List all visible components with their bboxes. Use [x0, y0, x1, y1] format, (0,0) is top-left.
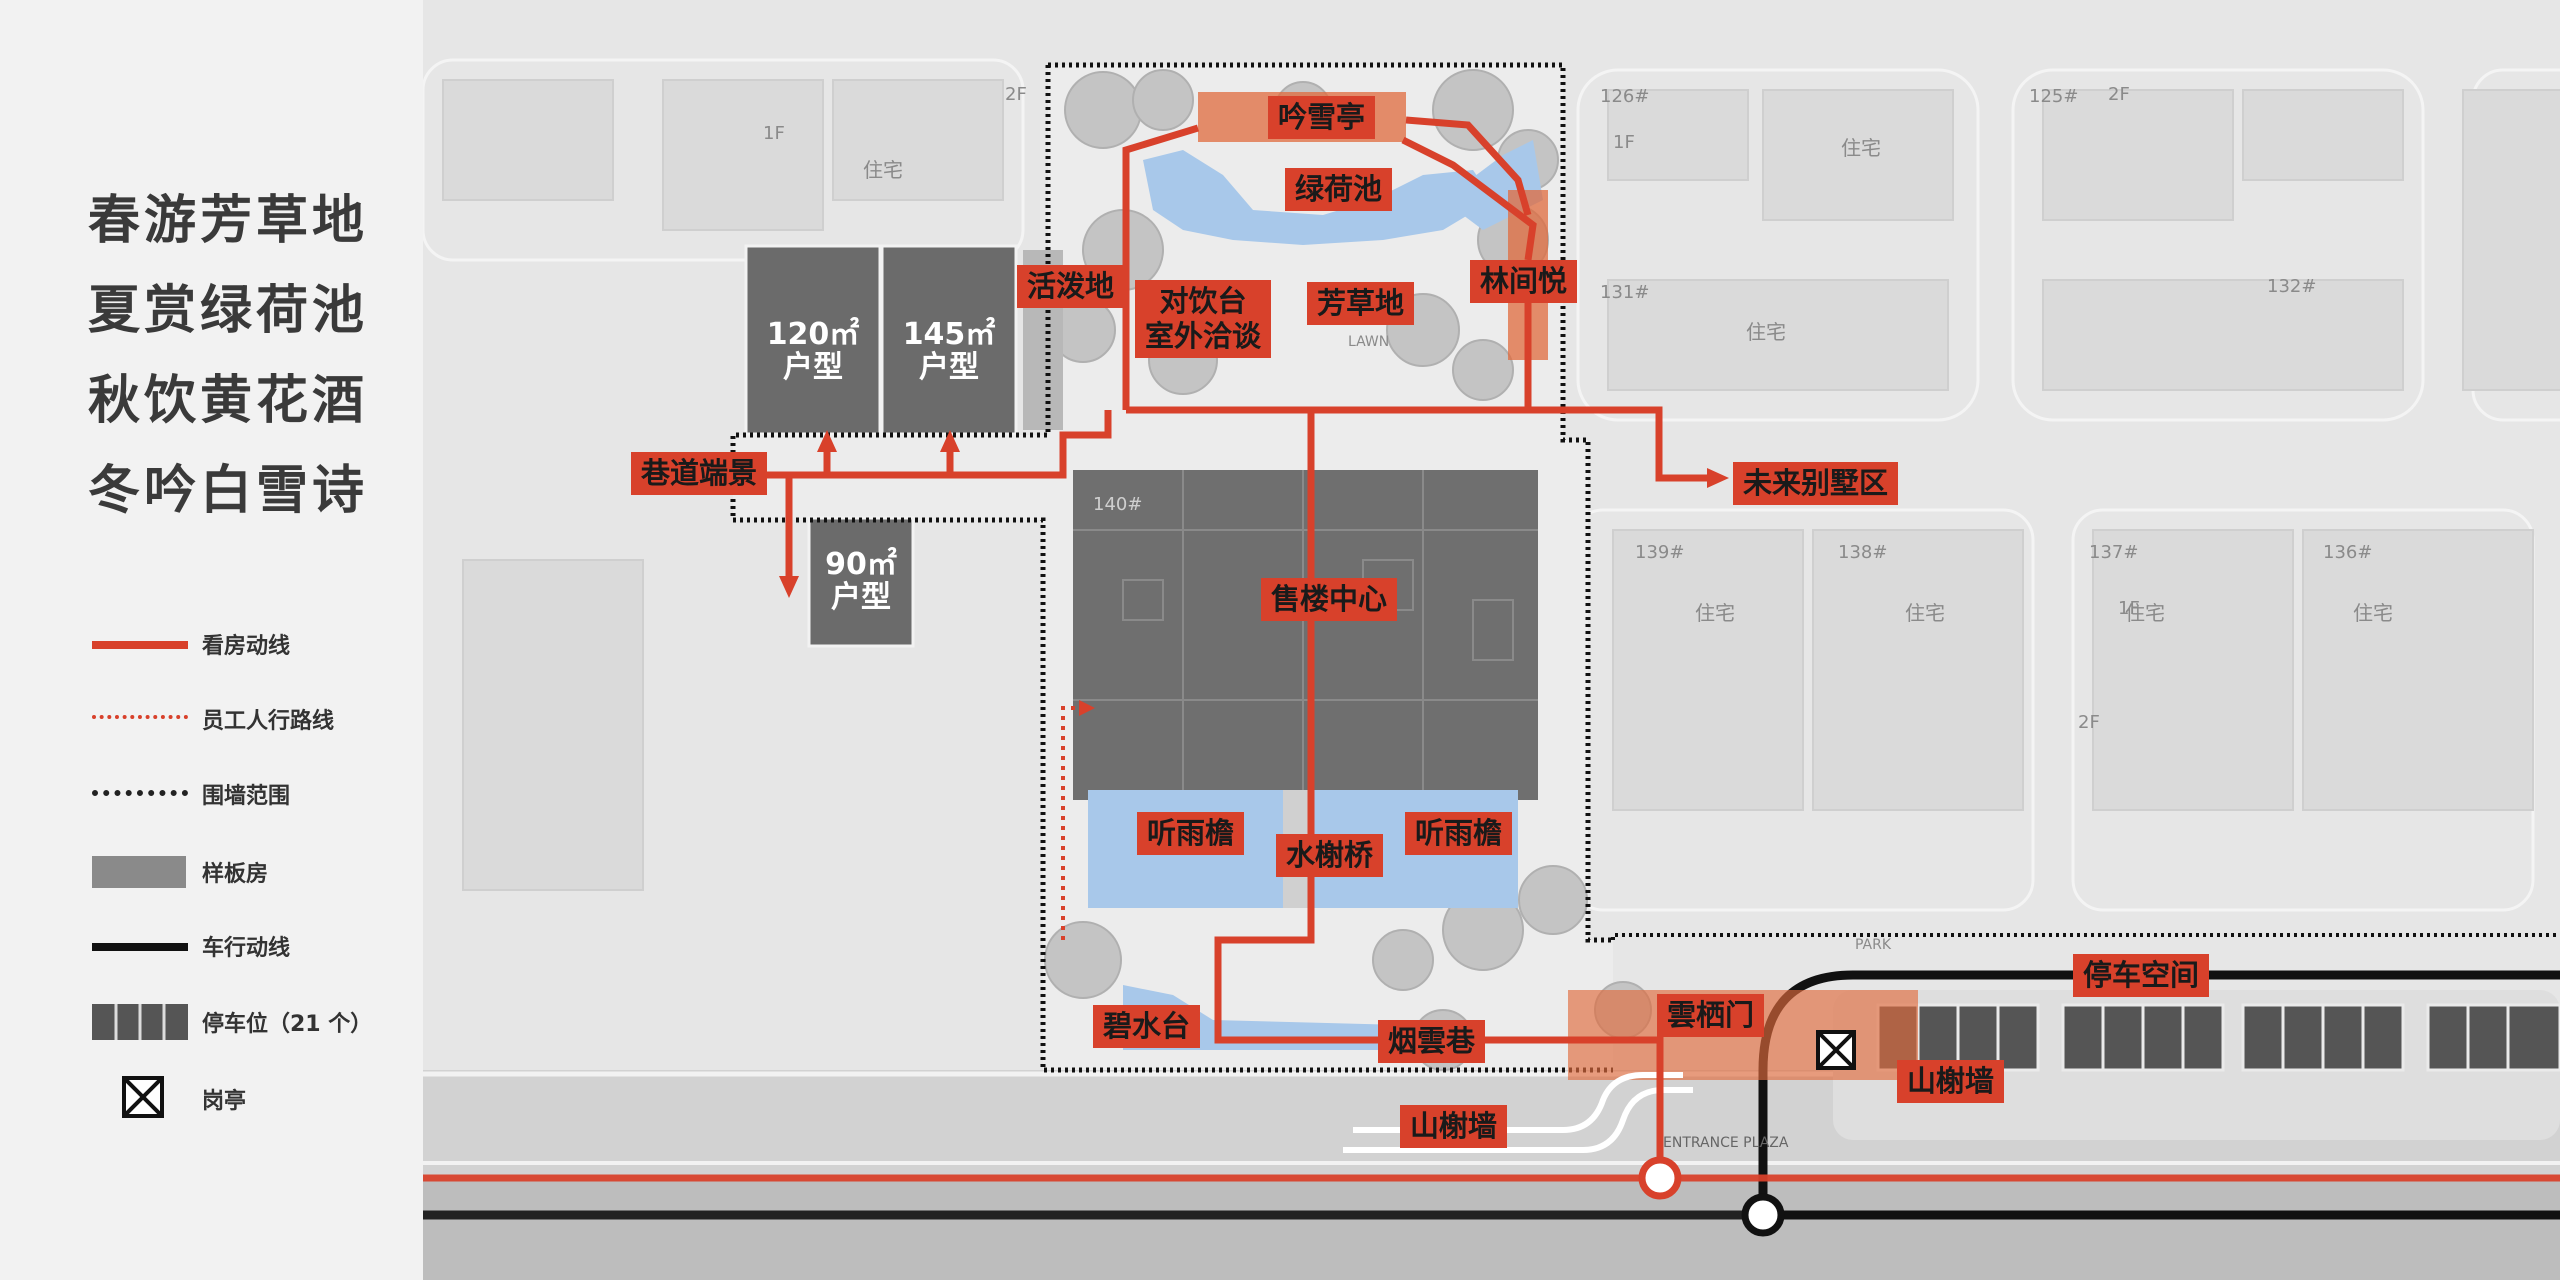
residence-label: 住宅 [1905, 601, 1945, 625]
tag-bishuitai: 碧水台 [1093, 1005, 1201, 1048]
floor-label: 1F [763, 123, 785, 144]
tag-yunqimen: 雲栖门 [1657, 994, 1765, 1037]
floor-label: 2F [1005, 84, 1027, 105]
tag-shanxieqiang-right: 山榭墙 [1897, 1060, 2005, 1103]
site-plan-drawing [423, 58, 2560, 1280]
unit-145-label: 145㎡ 户型 [902, 317, 996, 385]
building-number: 125# [2029, 86, 2079, 107]
floor-label: 1F [1613, 132, 1635, 153]
entrance-plaza-label: ENTRANCE PLAZA [1663, 1135, 1789, 1151]
building-number: 136# [2323, 542, 2373, 563]
floor-label: 2F [2078, 712, 2100, 733]
tag-lvhechi: 绿荷池 [1285, 168, 1393, 211]
gray-block-icon [92, 856, 186, 888]
tag-fangcaodi: 芳草地 [1307, 282, 1415, 325]
tag-xiangdao: 巷道端景 [631, 452, 768, 495]
tag-huopodi: 活泼地 [1017, 265, 1125, 308]
legend-label: 看房动线 [202, 634, 291, 659]
residence-label: 住宅 [863, 158, 903, 182]
building-number: 131# [1600, 282, 1650, 303]
tag-tingyu-right: 听雨檐 [1405, 812, 1513, 855]
legend-label: 岗亭 [202, 1089, 247, 1114]
red-dotted-line-icon [92, 715, 188, 719]
tag-yinxueting: 吟雪亭 [1268, 96, 1376, 139]
floor-label: 2F [2108, 84, 2130, 105]
parking-stalls-icon [92, 1004, 188, 1040]
residence-label: 住宅 [1841, 136, 1881, 160]
red-solid-line-icon [92, 641, 188, 649]
residence-label: 住宅 [1695, 601, 1735, 625]
black-dotted-line-icon [92, 790, 188, 796]
floor-label: 1F [2118, 598, 2140, 619]
guard-booth-icon [122, 1076, 164, 1118]
tag-linjianyue: 林间悦 [1470, 260, 1578, 303]
building-number: 139# [1635, 542, 1685, 563]
residence-label: 住宅 [1746, 320, 1786, 344]
park-label: PARK [1855, 937, 1892, 953]
building-number: 138# [1838, 542, 1888, 563]
residence-label: 住宅 [2125, 601, 2165, 625]
building-number: 140# [1093, 494, 1143, 515]
guard-booth-icon [1816, 1030, 1856, 1070]
site-plan-map: 126# 125# 131# 132# 139# 138# 137# 136# … [423, 0, 2560, 1280]
building-number: 126# [1600, 86, 1650, 107]
unit-120-label: 120㎡ 户型 [766, 317, 860, 385]
legend-sidebar: 春游芳草地 夏赏绿荷池 秋饮黄花酒 冬吟白雪诗 看房动线 员工人行路线 围墙范围… [0, 0, 423, 1280]
poem-line-3: 秋饮黄花酒 [88, 371, 369, 431]
black-solid-line-icon [92, 943, 188, 951]
lawn-label: LAWN [1348, 334, 1390, 350]
building-number: 137# [2089, 542, 2139, 563]
poem-line-1: 春游芳草地 [88, 191, 369, 251]
legend-label: 车行动线 [202, 936, 291, 961]
tag-tingyu-left: 听雨檐 [1137, 812, 1245, 855]
tag-shoulou: 售楼中心 [1261, 578, 1398, 621]
tag-yanyunxiang: 烟雲巷 [1378, 1020, 1486, 1063]
tag-tingche: 停车空间 [2073, 954, 2210, 997]
poem-line-4: 冬吟白雪诗 [88, 461, 369, 521]
poem-line-2: 夏赏绿荷池 [88, 281, 369, 341]
building-number: 132# [2267, 276, 2317, 297]
legend-label: 停车位（21 个） [202, 1012, 373, 1037]
legend-label: 围墙范围 [202, 784, 291, 809]
tag-shuixieqiao: 水榭桥 [1276, 834, 1384, 877]
unit-90-label: 90㎡ 户型 [825, 547, 897, 615]
legend-label: 员工人行路线 [202, 709, 335, 734]
residence-label: 住宅 [2353, 601, 2393, 625]
tag-shanxieqiang-left: 山榭墙 [1400, 1105, 1508, 1148]
tag-weilai: 未来别墅区 [1733, 462, 1899, 505]
legend-label: 样板房 [202, 862, 269, 887]
tag-duiyintai: 对饮台 室外洽谈 [1135, 280, 1272, 358]
